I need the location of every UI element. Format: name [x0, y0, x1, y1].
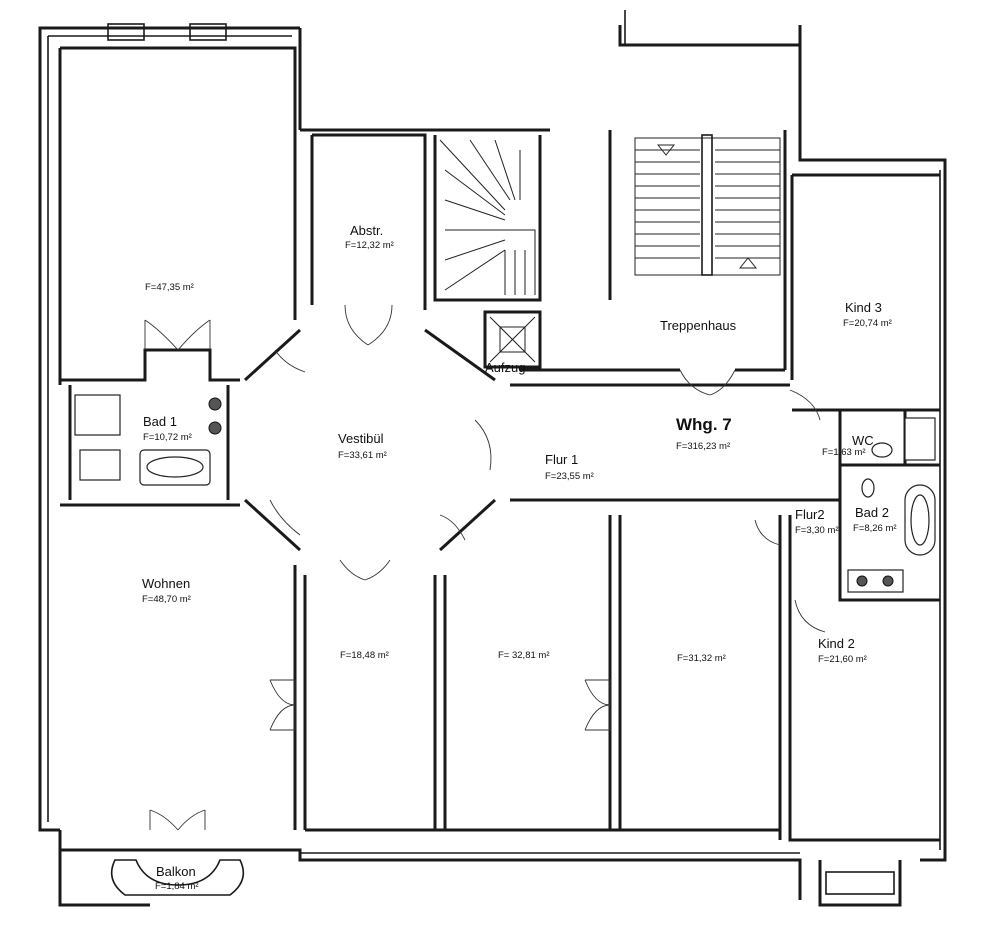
label-wc: WC — [852, 433, 874, 448]
label-abstr: Abstr. — [350, 223, 383, 238]
label-bad1: Bad 1 — [143, 414, 177, 429]
area-big-north: F=47,35 m² — [145, 282, 194, 293]
label-wohnen: Wohnen — [142, 576, 190, 591]
area-flur1: F=23,55 m² — [545, 471, 594, 482]
label-kind2: Kind 2 — [818, 636, 855, 651]
area-kind2: F=21,60 m² — [818, 654, 867, 665]
area-wohnen: F=48,70 m² — [142, 594, 191, 605]
label-vestibuel: Vestibül — [338, 431, 384, 446]
area-bad2: F=8,26 m² — [853, 523, 897, 534]
bathroom-fixtures — [74, 394, 936, 593]
doors — [144, 304, 826, 831]
elevator-shaft — [489, 316, 536, 363]
area-bad1: F=10,72 m² — [143, 432, 192, 443]
label-bad2: Bad 2 — [855, 505, 889, 520]
area-balkon: F=1,84 m² — [155, 881, 199, 892]
label-flur1: Flur 1 — [545, 452, 578, 467]
area-apartment: F=316,23 m² — [676, 441, 730, 452]
area-vestibuel: F=33,61 m² — [338, 450, 387, 461]
label-flur2: Flur2 — [795, 507, 825, 522]
label-balkon: Balkon — [156, 864, 196, 879]
area-wc: F=1,63 m² — [822, 447, 866, 458]
outer-walls — [38, 10, 947, 907]
area-room-a: F=18,48 m² — [340, 650, 389, 661]
label-treppenhaus: Treppenhaus — [660, 318, 737, 333]
label-aufzug: Aufzug — [485, 360, 525, 375]
staircase-left — [439, 139, 536, 295]
area-abstr: F=12,32 m² — [345, 240, 394, 251]
area-room-c: F=31,32 m² — [677, 653, 726, 664]
area-flur2: F=3,30 m² — [795, 525, 839, 536]
balcony-outline — [110, 859, 245, 896]
label-kind3: Kind 3 — [845, 300, 882, 315]
staircase-right — [634, 134, 781, 276]
area-kind3: F=20,74 m² — [843, 318, 892, 329]
area-room-b: F= 32,81 m² — [498, 650, 549, 661]
label-apartment: Whg. 7 — [676, 415, 732, 434]
